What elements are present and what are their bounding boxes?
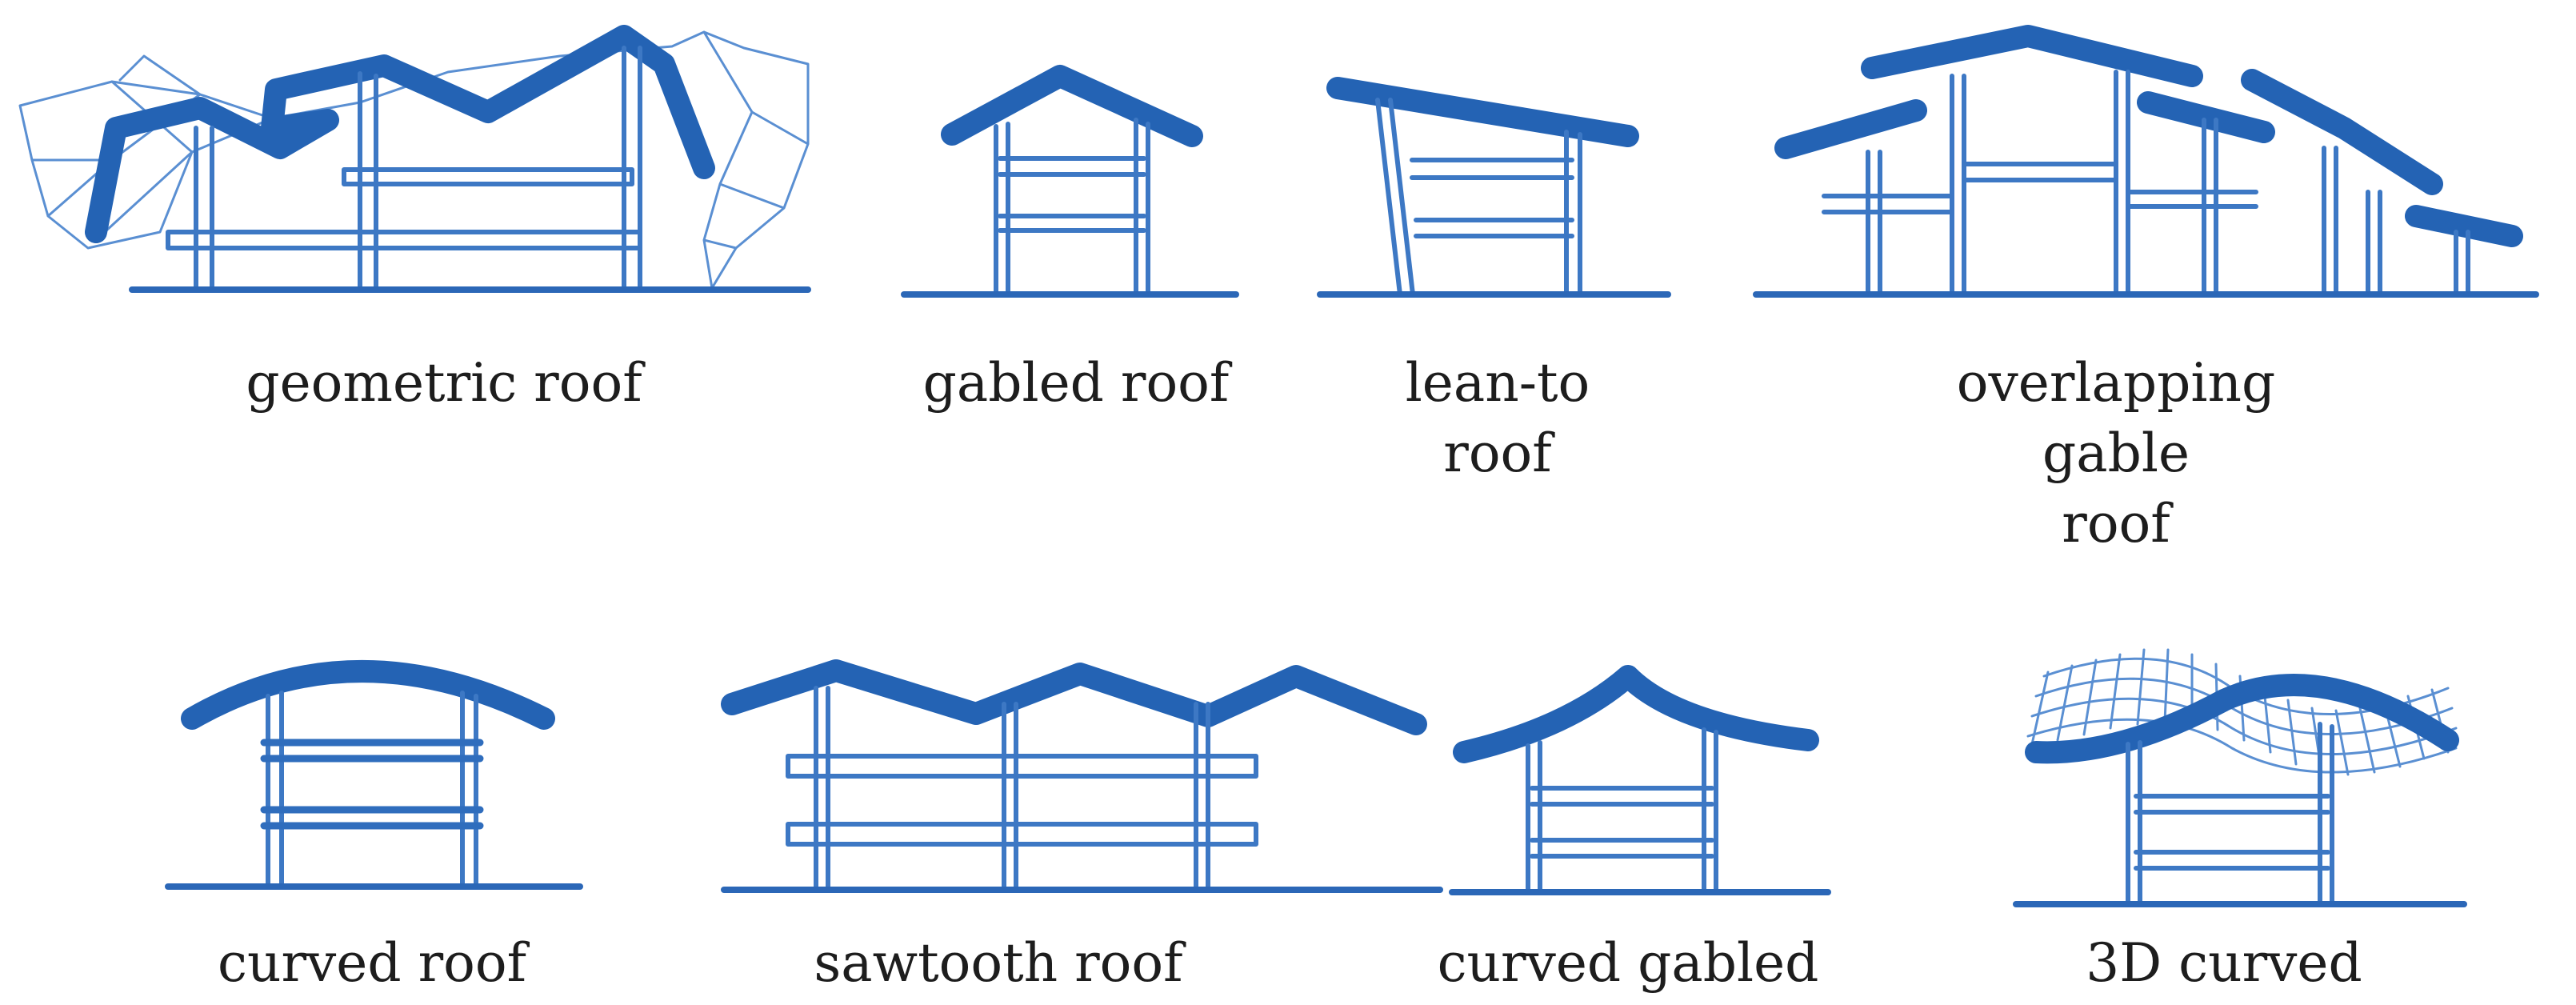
geometric-roof-sketch: [18, 25, 811, 293]
overlapping-gable-roof-sketch: [1753, 25, 2539, 298]
label-gabled-roof: gabled roof: [922, 352, 1230, 414]
3d-curved-sketch: [2013, 648, 2467, 907]
label-curved-gabled: curved gabled: [1437, 932, 1819, 994]
label-overlapping-gable-roof: overlapping gable roof: [1956, 352, 2276, 555]
label-3d-curved: 3D curved: [2086, 932, 2362, 994]
label-lean-to-roof: lean-to roof: [1405, 352, 1590, 484]
label-sawtooth-roof: sawtooth roof: [814, 932, 1183, 994]
label-curved-roof: curved roof: [217, 932, 527, 994]
label-geometric-roof: geometric roof: [246, 352, 642, 414]
gabled-roof-sketch: [901, 65, 1239, 298]
curved-roof-sketch: [165, 660, 583, 890]
lean-to-roof-sketch: [1317, 77, 1671, 298]
sawtooth-roof-sketch: [721, 659, 1443, 893]
curved-gabled-sketch: [1449, 665, 1831, 895]
